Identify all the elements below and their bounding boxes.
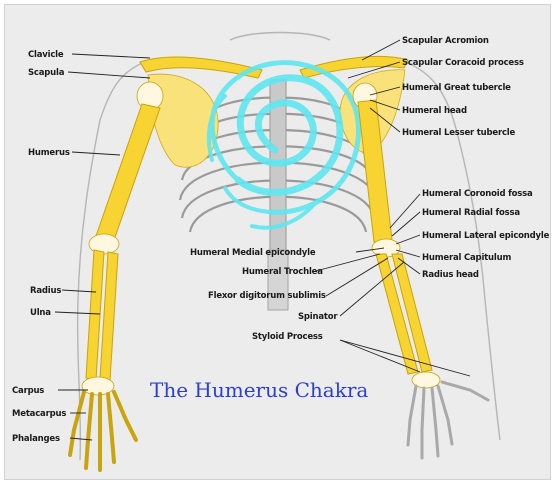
- label-humeral-trochlea: Humeral Trochlea: [242, 267, 323, 277]
- label-humeral-medial-epicondyle: Humeral Medial epicondyle: [190, 248, 316, 258]
- label-ulna: Ulna: [30, 308, 51, 318]
- left-arm: [70, 82, 163, 470]
- label-humeral-great-tubercle: Humeral Great tubercle: [402, 83, 511, 93]
- label-flexor-digitorum: Flexor digitorum sublimis: [208, 291, 326, 301]
- label-radius-head: Radius head: [422, 270, 479, 280]
- label-scapular-coracoid: Scapular Coracoid process: [402, 58, 524, 68]
- label-phalanges: Phalanges: [12, 434, 60, 444]
- label-humeral-radial-fossa: Humeral Radial fossa: [422, 208, 520, 218]
- label-humeral-head: Humeral head: [402, 106, 467, 116]
- label-metacarpus: Metacarpus: [12, 409, 66, 419]
- label-humeral-lesser-tubercle: Humeral Lesser tubercle: [402, 128, 516, 138]
- label-spinator: Spinator: [298, 312, 338, 322]
- label-humeral-lateral-epicondyle: Humeral Lateral epicondyle: [422, 231, 550, 241]
- label-radius: Radius: [30, 286, 61, 296]
- label-clavicle: Clavicle: [28, 50, 64, 60]
- label-carpus: Carpus: [12, 386, 44, 396]
- diagram-title: The Humerus Chakra: [150, 378, 368, 402]
- label-humerus: Humerus: [28, 148, 70, 158]
- label-scapula: Scapula: [28, 68, 65, 78]
- label-humeral-coronoid-fossa: Humeral Coronoid fossa: [422, 189, 533, 199]
- label-styloid-process: Styloid Process: [252, 332, 323, 342]
- label-scapular-acromion: Scapular Acromion: [402, 36, 489, 46]
- label-humeral-capitulum: Humeral Capitulum: [422, 253, 511, 263]
